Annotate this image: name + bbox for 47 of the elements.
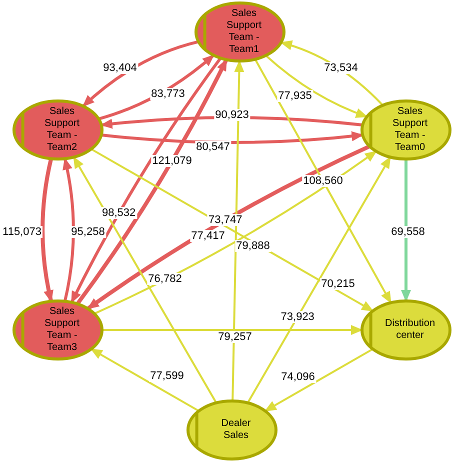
arrow bbox=[62, 158, 75, 302]
arrow bbox=[72, 156, 218, 404]
arrow bbox=[254, 58, 392, 304]
ellipse-node bbox=[12, 299, 104, 361]
edge-label: 70,215 bbox=[320, 278, 356, 290]
arrow bbox=[82, 40, 199, 108]
node-label: Sales Support Team - Team0 bbox=[391, 106, 429, 154]
edge-label: 79,888 bbox=[235, 240, 271, 252]
node-label: Sales Support Team - Team2 bbox=[43, 106, 81, 154]
edge-label: 77,935 bbox=[277, 90, 313, 102]
edge-label: 115,073 bbox=[2, 226, 42, 238]
arrow bbox=[102, 325, 363, 335]
node-label: Distribution center bbox=[384, 318, 436, 342]
edge-label: 73,923 bbox=[280, 310, 316, 323]
arrow bbox=[90, 348, 200, 412]
arrow bbox=[246, 156, 392, 404]
ellipse-node bbox=[186, 399, 278, 461]
edge-label: 83,773 bbox=[150, 88, 186, 100]
edge-label: 76,782 bbox=[147, 273, 183, 285]
node-label: Dealer Sales bbox=[220, 418, 252, 442]
edge-label: 80,547 bbox=[195, 141, 231, 153]
arrow bbox=[101, 131, 364, 144]
edge-label: 74,096 bbox=[280, 371, 316, 383]
node-label: Sales Support Team - Team3 bbox=[43, 306, 81, 354]
ellipse-node bbox=[194, 1, 286, 63]
arrow bbox=[264, 348, 374, 412]
arrow bbox=[40, 158, 54, 302]
edge-label: 121,079 bbox=[151, 154, 193, 167]
ellipse-node bbox=[360, 99, 452, 161]
ellipse-node bbox=[12, 99, 104, 161]
edge-label: 77,417 bbox=[190, 230, 226, 242]
arrow bbox=[265, 54, 368, 118]
edge-label: 77,599 bbox=[149, 370, 185, 382]
edge-label: 93,404 bbox=[102, 62, 138, 74]
edge-label: 108,560 bbox=[302, 175, 344, 187]
edge-label: 95,258 bbox=[70, 226, 106, 238]
edge-label: 73,747 bbox=[208, 214, 244, 226]
arrow bbox=[98, 54, 215, 120]
edge-label: 73,534 bbox=[323, 62, 359, 74]
edge-label: 69,558 bbox=[390, 226, 426, 238]
arrow bbox=[232, 60, 244, 402]
arrow bbox=[401, 159, 411, 302]
edge-label: 90,923 bbox=[214, 109, 250, 121]
node-label: Sales Support Team - Team1 bbox=[225, 8, 263, 56]
edge-label: 98,532 bbox=[101, 207, 137, 220]
edge-label: 79,257 bbox=[217, 331, 253, 343]
ellipse-node bbox=[360, 299, 452, 361]
